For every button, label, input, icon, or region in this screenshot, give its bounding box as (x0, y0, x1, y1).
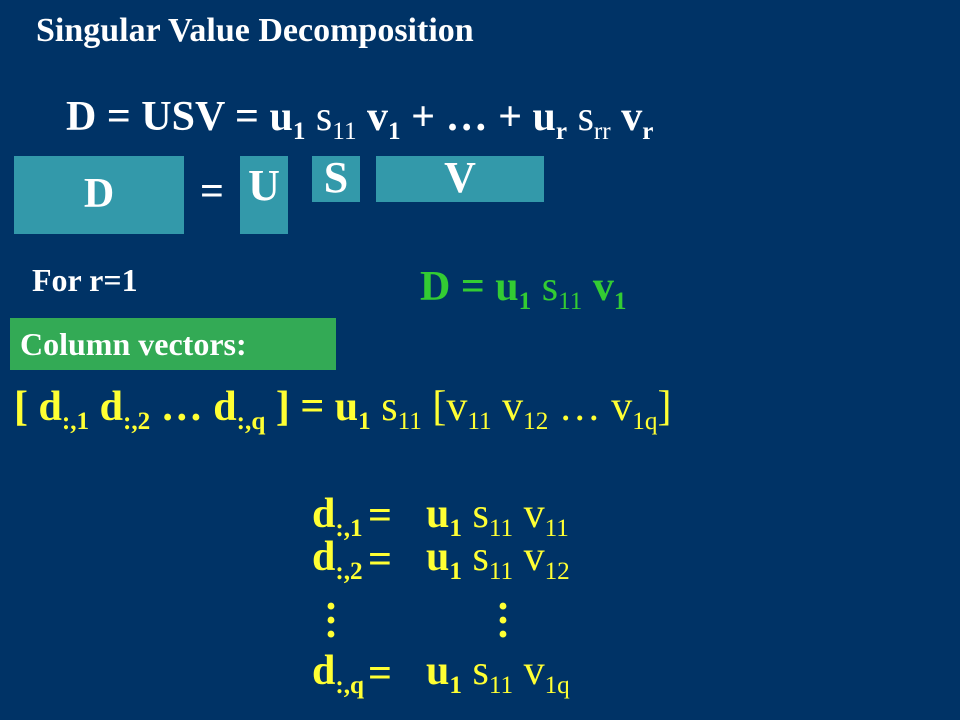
eq-lhs: D = USV = (66, 94, 270, 140)
row2-equals: = (368, 537, 392, 583)
vec-v11-sub: 11 (467, 407, 492, 435)
eq-vr-sub: r (642, 117, 654, 145)
vec-d1-sub: :,1 (61, 407, 90, 435)
vec-v1q: v (611, 384, 633, 430)
row2-s-sub: 11 (488, 557, 514, 585)
row2-d: d (312, 534, 336, 580)
matrix-s-box: S (312, 153, 360, 202)
rank1-equation: D = u1 s11 v1 (420, 263, 626, 314)
row1-u-sub: 1 (449, 514, 462, 542)
vec-ellipsis: … (548, 384, 612, 430)
rowq-rhs: u1 s11 v1q (426, 647, 570, 698)
rowq-s-sub: 11 (488, 671, 514, 699)
vec-v12-sub: 12 (523, 407, 549, 435)
row2-d-sub: :,2 (335, 557, 363, 585)
eq-mid: + … + (400, 94, 533, 140)
row1-v: v (523, 491, 545, 537)
rowq-d-sub: :,q (335, 671, 365, 699)
rank1-u: u (495, 264, 519, 310)
eq-s11: s (315, 94, 333, 140)
matrix-u-box: U (240, 156, 288, 234)
column-row-q: d:,q (312, 647, 364, 698)
column-vectors-label: Column vectors: (20, 326, 247, 362)
vertical-dots-right-icon: ··· (496, 584, 511, 658)
eq-v1: v (367, 94, 389, 140)
matrix-v-box: V (376, 153, 544, 202)
row2-v: v (523, 534, 545, 580)
row1-equals: = (368, 493, 392, 539)
eq-srr: s (577, 94, 594, 140)
row1-u: u (426, 491, 450, 537)
vec-d2-sub: :,2 (123, 407, 151, 435)
row1-d-sub: :,1 (335, 514, 363, 542)
rowq-s: s (472, 648, 489, 694)
eq-u1-sub: 1 (292, 117, 306, 145)
matrix-d-box: D (14, 156, 184, 234)
eq-vr: v (621, 94, 643, 140)
row2-u: u (426, 534, 450, 580)
vec-bracket-open: [ (421, 384, 447, 430)
eq-srr-sub: rr (593, 117, 611, 145)
vec-dq-sub: :,q (236, 407, 266, 435)
for-r-label: For r=1 (32, 262, 138, 298)
eq-v1-sub: 1 (388, 117, 401, 145)
rank1-s: s (541, 264, 559, 310)
slide-title: Singular Value Decomposition (36, 12, 474, 49)
rowq-d: d (312, 648, 336, 694)
eq-ur-sub: r (555, 117, 568, 145)
row1-v-sub: 11 (544, 514, 569, 542)
column-row-1: d:,1 (312, 490, 363, 541)
matrix-u-label: U (248, 161, 280, 210)
row2-s: s (472, 534, 489, 580)
vertical-dots-left-icon: ··· (324, 584, 339, 658)
rank1-lhs: D = (420, 264, 496, 310)
rowq-u-sub: 1 (449, 671, 462, 699)
row1-s: s (472, 491, 489, 537)
row1-rhs: u1 s11 v11 (426, 490, 569, 541)
rank1-s-sub: 11 (558, 287, 583, 315)
row1-d: d (312, 491, 336, 537)
vector-equation: [ d:,1 d:,2 … d:,q ] = u1 s11 [v11 v12 …… (14, 383, 672, 434)
column-row-2: d:,2 (312, 533, 363, 584)
matrix-s-label: S (323, 153, 349, 202)
vec-u-sub: 1 (358, 407, 371, 435)
rank1-v: v (592, 264, 614, 310)
vec-dots: … d (150, 384, 237, 430)
vec-s: s (370, 384, 398, 430)
rank1-v-sub: 1 (613, 287, 627, 315)
row2-v-sub: 12 (544, 557, 570, 585)
rowq-v: v (523, 648, 545, 694)
vec-s-sub: 11 (397, 407, 422, 435)
eq-s11-sub: 11 (332, 117, 357, 145)
rank1-u-sub: 1 (518, 287, 532, 315)
matrix-v-label: V (444, 153, 476, 202)
row2-rhs: u1 s11 v12 (426, 533, 570, 584)
eq-u1: u (269, 94, 293, 140)
vec-v11: v (446, 384, 468, 430)
matrix-d-label: D (83, 171, 115, 217)
vec-u: u (334, 384, 359, 430)
rowq-u: u (426, 648, 450, 694)
vec-open: [ d (14, 384, 62, 430)
row2-u-sub: 1 (449, 557, 462, 585)
vec-close: ] = (265, 384, 335, 430)
svd-equation: D = USV = u1 s11 v1 + … + ur srr vr (66, 93, 653, 144)
row1-s-sub: 11 (488, 514, 514, 542)
eq-ur: u (532, 94, 556, 140)
vec-v12: v (491, 384, 524, 430)
rowq-equals: = (368, 651, 392, 697)
column-vectors-label-box: Column vectors: (10, 318, 336, 370)
matrix-equals: = (200, 169, 224, 215)
vec-bracket-close: ] (657, 384, 672, 430)
rowq-v-sub: 1q (544, 671, 570, 699)
vec-v1q-sub: 1q (632, 407, 658, 435)
vec-d2: d (89, 384, 123, 430)
